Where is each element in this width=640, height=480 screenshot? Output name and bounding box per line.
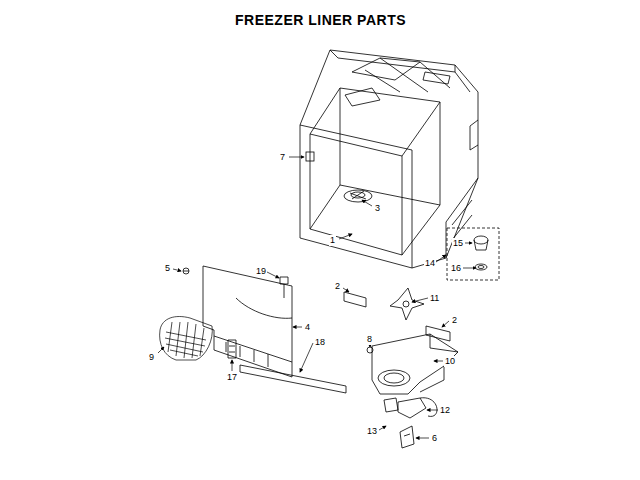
callout-number: 3 [374, 203, 381, 214]
callout-number: 7 [279, 152, 286, 163]
leader-line [158, 157, 476, 438]
callout-number: 2 [334, 281, 341, 292]
callout-number: 19 [255, 266, 267, 277]
callout-number: 13 [366, 426, 378, 437]
callout-number: 1 [329, 235, 336, 246]
freezer-liner [300, 50, 478, 268]
diagram-title: FREEZER LINER PARTS [235, 13, 406, 27]
callout-number: 14 [424, 258, 436, 269]
cover-panel [183, 266, 346, 393]
callout-number: 2 [451, 315, 458, 326]
callout-number: 4 [304, 322, 311, 333]
callout-number: 17 [226, 372, 238, 383]
part-group [447, 228, 499, 280]
callout-number: 18 [314, 337, 326, 348]
grille [160, 317, 213, 361]
callout-number: 6 [431, 433, 438, 444]
callout-number: 5 [164, 263, 171, 274]
callout-number: 12 [439, 405, 451, 416]
callout-number: 8 [366, 334, 373, 345]
callout-number: 16 [450, 263, 462, 274]
callout-number: 15 [452, 238, 464, 249]
fan-assembly [344, 288, 458, 448]
callout-number: 11 [429, 293, 440, 304]
callout-number: 9 [148, 352, 155, 363]
callout-number: 10 [444, 356, 456, 367]
